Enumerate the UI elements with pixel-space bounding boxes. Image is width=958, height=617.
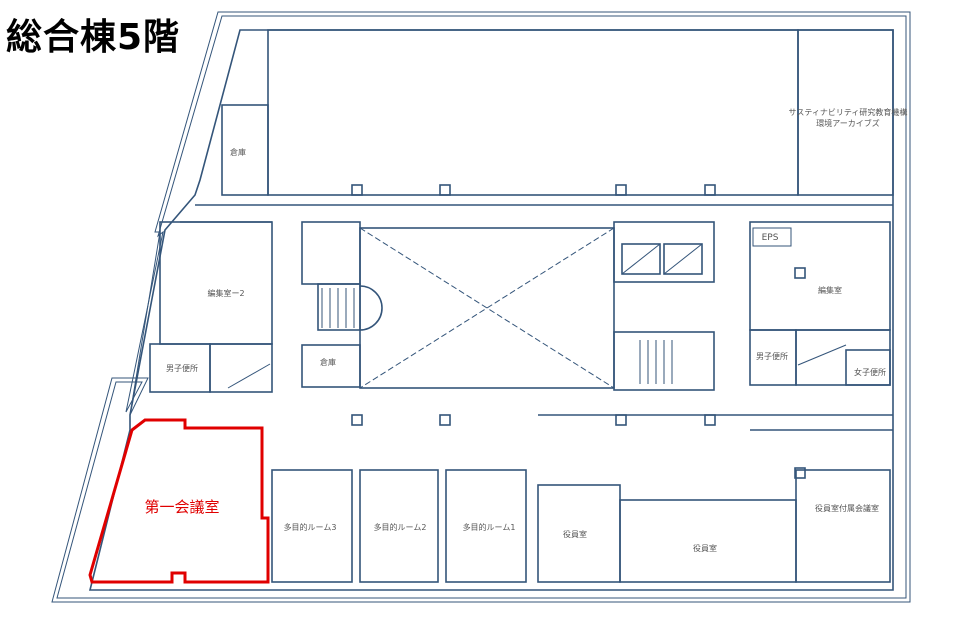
label-archive-2: 環境アーカイブズ bbox=[816, 118, 880, 128]
room-conf1-highlight bbox=[88, 418, 270, 584]
label-editing2: 編集室ー2 bbox=[207, 288, 244, 298]
room-storage-nw bbox=[221, 104, 269, 196]
room-exec2 bbox=[619, 499, 797, 583]
room-north bbox=[267, 29, 799, 196]
label-multi2: 多目的ルーム2 bbox=[374, 522, 427, 532]
label-multi3: 多目的ルーム3 bbox=[284, 522, 337, 532]
room-editing2 bbox=[159, 221, 273, 345]
room-multi3 bbox=[271, 469, 353, 583]
label-conf1: 第一会議室 bbox=[144, 498, 219, 516]
label-exec1: 役員室 bbox=[563, 529, 587, 539]
label-multi1: 多目的ルーム1 bbox=[463, 522, 516, 532]
label-archive-1: サスティナビリティ研究教育機構 bbox=[789, 107, 908, 117]
label-eps: EPS bbox=[762, 233, 779, 243]
label-exec-conf: 役員室付属会議室 bbox=[815, 503, 879, 513]
outer-wall bbox=[51, 11, 911, 603]
room-multi2 bbox=[359, 469, 439, 583]
room-archive bbox=[797, 29, 894, 196]
room-exec-conf bbox=[795, 469, 891, 583]
floor-title: 総合棟5階 bbox=[6, 17, 181, 58]
label-womens: 女子便所 bbox=[854, 367, 886, 377]
label-storage-nw: 倉庫 bbox=[230, 147, 246, 157]
room-womens bbox=[845, 349, 891, 386]
label-storage-c: 倉庫 bbox=[320, 357, 336, 367]
inner-wall bbox=[88, 29, 894, 591]
label-mens-w: 男子便所 bbox=[166, 363, 198, 373]
label-mens-e: 男子便所 bbox=[756, 351, 788, 361]
room-multi1 bbox=[445, 469, 527, 583]
room-eps bbox=[752, 227, 792, 247]
atrium-void bbox=[359, 227, 615, 389]
label-exec2: 役員室 bbox=[693, 543, 717, 553]
label-editing: 編集室 bbox=[818, 285, 842, 295]
